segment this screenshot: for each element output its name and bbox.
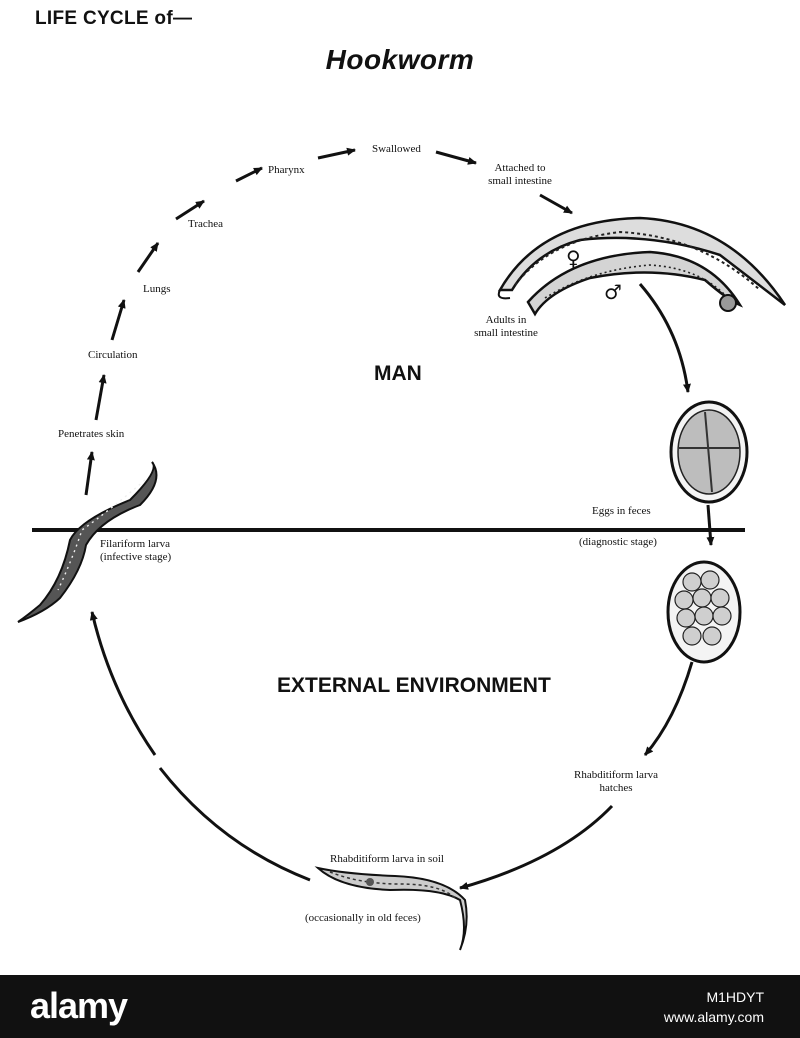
footer-site: www.alamy.com: [663, 1009, 764, 1025]
stage-attached-line2: small intestine: [488, 175, 552, 187]
adult-male-worm: [526, 250, 744, 317]
stage-occasionally: (occasionally in old feces): [305, 912, 421, 924]
adult-female-worm: [497, 216, 787, 306]
rhabditiform-larva: [314, 866, 468, 951]
stage-attached-line1: Attached to: [494, 162, 546, 174]
page-header: LIFE CYCLE of—: [35, 8, 193, 29]
stage-attached: Attached to small intestine: [472, 162, 568, 188]
stage-eggs: Eggs in feces: [592, 505, 651, 517]
stage-circulation: Circulation: [88, 349, 138, 361]
stage-pharynx: Pharynx: [268, 164, 305, 176]
stage-rhabditiform-hatches-line2: hatches: [599, 782, 633, 794]
region-man-label: MAN: [374, 362, 422, 385]
stage-rhabditiform-hatches-line1: Rhabditiform larva: [573, 769, 658, 781]
stage-adults-line2: small intestine: [474, 327, 538, 339]
stage-filariform: Filariform larva (infective stage): [100, 538, 171, 564]
stage-trachea: Trachea: [188, 218, 224, 230]
stage-penetrates-skin: Penetrates skin: [58, 428, 125, 440]
stage-rhabditiform-soil: Rhabditiform larva in soil: [330, 853, 444, 865]
stage-rhabditiform-hatches: Rhabditiform larva hatches: [568, 769, 664, 795]
male-symbol-icon: ♂: [604, 280, 622, 304]
stage-swallowed: Swallowed: [372, 143, 421, 155]
footer-logo: alamy: [30, 985, 128, 1026]
filariform-larva: [17, 461, 158, 623]
stage-adults-line1: Adults in: [485, 314, 527, 326]
region-environment-label: EXTERNAL ENVIRONMENT: [277, 674, 551, 697]
life-cycle-diagram: [17, 147, 787, 951]
watermark-footer: alamy M1HDYT www.alamy.com: [0, 975, 800, 1038]
stage-lungs: Lungs: [143, 283, 171, 295]
stage-filariform-line1: Filariform larva: [100, 538, 170, 550]
page-title: Hookworm: [325, 44, 475, 75]
female-symbol-icon: ♀: [566, 246, 581, 270]
egg-morula: [666, 560, 742, 664]
stage-adults: Adults in small intestine: [462, 314, 550, 340]
stage-diagnostic: (diagnostic stage): [579, 536, 657, 548]
environment-cycle-arrows: [89, 611, 694, 890]
stage-filariform-line2: (infective stage): [100, 551, 172, 563]
host-cycle-arrows: [84, 147, 715, 546]
egg-4-cell: [669, 400, 749, 504]
footer-image-id: M1HDYT: [706, 989, 764, 1005]
